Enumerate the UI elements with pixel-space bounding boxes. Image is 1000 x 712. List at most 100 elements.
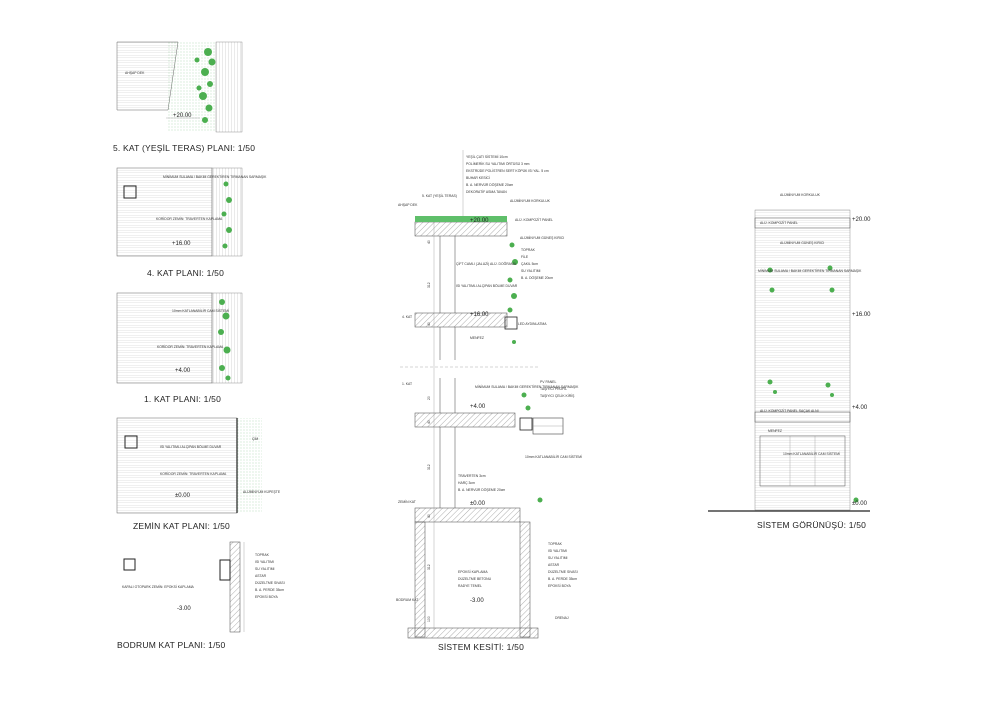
system-elevation: ALÜMİNYUM KORKULUK ALÜ. KOMPOZİT PANEL A… bbox=[708, 192, 871, 530]
svg-text:ALÜMİNYUM GÜNEŞ KIRICI: ALÜMİNYUM GÜNEŞ KIRICI bbox=[780, 240, 824, 245]
svg-text:DEKORATİF ASMA TAVAN: DEKORATİF ASMA TAVAN bbox=[466, 189, 507, 194]
plan-title: 4. KAT PLANI: 1/50 bbox=[147, 268, 224, 278]
svg-text:+16.00: +16.00 bbox=[852, 312, 871, 318]
level-mark: ±0.00 bbox=[175, 493, 191, 499]
plan-5-kat: AHŞAP DEK +20.00 5. KAT (YEŞİL TERAS) PL… bbox=[113, 41, 255, 153]
section-label: ALÜ. KOMPOZİT PANEL bbox=[515, 217, 553, 222]
section-label: 5. KAT (YEŞİL TERAS) bbox=[422, 193, 457, 198]
svg-text:20: 20 bbox=[427, 396, 431, 400]
svg-text:PV PANEL: PV PANEL bbox=[540, 380, 556, 384]
svg-text:EPOKSİ KAPLAMA: EPOKSİ KAPLAMA bbox=[458, 569, 488, 574]
svg-text:10mm KATLANABİLİR CAM SİSTEMİ: 10mm KATLANABİLİR CAM SİSTEMİ bbox=[783, 451, 840, 456]
section-wall-layer-list: TOPRAK ISI YALITIMI SU YALITIMI ASTAR DÜ… bbox=[548, 542, 578, 588]
svg-text:ALÜMİNYUM KORKULUK: ALÜMİNYUM KORKULUK bbox=[780, 192, 821, 197]
plan-label: AHŞAP DEK bbox=[125, 71, 145, 75]
svg-text:±0.00: ±0.00 bbox=[470, 501, 486, 507]
svg-text:POLİMERİK SU YALITIMI ÖRTÜSÜ 3: POLİMERİK SU YALITIMI ÖRTÜSÜ 3 mm bbox=[466, 161, 530, 166]
svg-text:ZEMİN KAT: ZEMİN KAT bbox=[398, 499, 416, 504]
svg-text:BODRUM KAT: BODRUM KAT bbox=[396, 598, 418, 602]
svg-text:SU YALITIMI: SU YALITIMI bbox=[548, 556, 568, 560]
svg-text:-3.00: -3.00 bbox=[470, 598, 484, 604]
system-section: YEŞİL ÇATI SİSTEMİ 10cm POLİMERİK SU YAL… bbox=[396, 150, 582, 652]
svg-text:10mm KATLANABİLİR CAM SİSTEMİ: 10mm KATLANABİLİR CAM SİSTEMİ bbox=[525, 454, 582, 459]
svg-text:DÜZELTME BETONU: DÜZELTME BETONU bbox=[458, 577, 492, 581]
svg-text:ÇİFT CAMLI (JALUZİ) ALÜ. DOĞRA: ÇİFT CAMLI (JALUZİ) ALÜ. DOĞRAMA bbox=[456, 261, 517, 266]
plan-label: KAPALI OTOPARK ZEMİN: EPOKSİ KAPLAMA bbox=[122, 584, 195, 589]
svg-text:HARÇ 3cm: HARÇ 3cm bbox=[458, 481, 475, 485]
svg-text:TOPRAK: TOPRAK bbox=[255, 553, 270, 557]
plan-title: 5. KAT (YEŞİL TERAS) PLANI: 1/50 bbox=[113, 143, 255, 153]
plan-title: ZEMİN KAT PLANI: 1/50 bbox=[133, 521, 230, 531]
svg-text:TOPRAK: TOPRAK bbox=[521, 248, 536, 252]
svg-text:ASTAR: ASTAR bbox=[255, 574, 267, 578]
svg-text:4. KAT: 4. KAT bbox=[402, 315, 412, 319]
svg-text:DÜZELTME SIVASI: DÜZELTME SIVASI bbox=[255, 581, 285, 585]
ivy-cluster bbox=[194, 48, 216, 123]
plan-title: BODRUM KAT PLANI: 1/50 bbox=[117, 640, 226, 650]
plan-label: MİNİMUM SULAMA / BAKIM GEREKTİREN TIRMAN… bbox=[163, 174, 267, 179]
plan-label: 10mm KATLANABİLİR CAM SİSTEMİ bbox=[172, 308, 229, 313]
svg-text:ISI YALITIMLI ALÇIPAN BÖLME DU: ISI YALITIMLI ALÇIPAN BÖLME DUVAR bbox=[456, 284, 518, 288]
svg-text:312: 312 bbox=[427, 282, 431, 288]
plan-label: KORİDOR ZEMİN: TRAVERTEN KAPLAMA bbox=[157, 344, 224, 349]
svg-text:312: 312 bbox=[427, 464, 431, 470]
level-mark: +16.00 bbox=[172, 241, 191, 247]
climbing-vine bbox=[507, 242, 543, 503]
floor-layer-list: TRAVERTEN 3cm HARÇ 3cm B. A. NERVÜR DÖŞE… bbox=[458, 474, 505, 492]
wall-layer-list: TOPRAK ISI YALITIMI SU YALITIMI ASTAR DÜ… bbox=[255, 553, 285, 599]
plan-label: ALÜMİNYUM KÜPEŞTE bbox=[243, 489, 281, 494]
svg-text:40: 40 bbox=[427, 240, 431, 244]
plan-1-kat: 10mm KATLANABİLİR CAM SİSTEMİ KORİDOR ZE… bbox=[116, 292, 243, 404]
svg-text:+4.00: +4.00 bbox=[852, 405, 868, 411]
svg-text:MENFEZ: MENFEZ bbox=[768, 429, 782, 433]
level-mark: -3.00 bbox=[177, 606, 191, 612]
section-label: AHŞAP DEK bbox=[398, 203, 418, 207]
svg-text:ÇAKIL 5cm: ÇAKIL 5cm bbox=[521, 262, 538, 266]
svg-text:TRAVERTEN 3cm: TRAVERTEN 3cm bbox=[458, 474, 486, 478]
svg-text:100: 100 bbox=[427, 616, 431, 622]
svg-text:40: 40 bbox=[427, 514, 431, 518]
level-mark: +20.00 bbox=[173, 113, 192, 119]
svg-text:RADYE TEMEL: RADYE TEMEL bbox=[458, 584, 482, 588]
roof-layer-list: YEŞİL ÇATI SİSTEMİ 10cm POLİMERİK SU YAL… bbox=[466, 154, 549, 194]
plan-zemin-kat: ISI YALITIMLI ALÇIPAN BÖLME DUVAR KORİDO… bbox=[116, 417, 281, 531]
svg-text:TAŞIYICI PROFİL: TAŞIYICI PROFİL bbox=[540, 386, 567, 391]
plan-title: 1. KAT PLANI: 1/50 bbox=[144, 394, 221, 404]
svg-text:ISI YALITIMI: ISI YALITIMI bbox=[255, 560, 274, 564]
svg-text:+20.00: +20.00 bbox=[470, 218, 489, 224]
svg-text:312: 312 bbox=[427, 564, 431, 570]
elevation-vines bbox=[767, 265, 859, 503]
svg-text:ALÜ. KOMPOZİT PANEL SAÇAK ALNI: ALÜ. KOMPOZİT PANEL SAÇAK ALNI bbox=[760, 408, 819, 413]
level-mark: +4.00 bbox=[175, 368, 191, 374]
plan-4-kat: MİNİMUM SULAMA / BAKIM GEREKTİREN TIRMAN… bbox=[116, 167, 267, 278]
svg-text:+20.00: +20.00 bbox=[852, 217, 871, 223]
svg-text:FİLE: FİLE bbox=[521, 254, 529, 259]
dimension-chain: 40 312 40 20 40 312 40 312 100 bbox=[427, 222, 435, 630]
svg-text:±0.00: ±0.00 bbox=[852, 501, 868, 507]
svg-text:MİNİMUM SULAMA / BAKIM GEREKTİ: MİNİMUM SULAMA / BAKIM GEREKTİREN TIRMAN… bbox=[758, 268, 862, 273]
svg-text:EKSTRÜDE POLİSTREN SERT KÖPÜK: EKSTRÜDE POLİSTREN SERT KÖPÜK ISI YAL. 5… bbox=[466, 168, 549, 173]
svg-text:ISI YALITIMI: ISI YALITIMI bbox=[548, 549, 567, 553]
svg-text:SU YALITIMI: SU YALITIMI bbox=[255, 567, 275, 571]
svg-text:BUHAR KESİCİ: BUHAR KESİCİ bbox=[466, 175, 490, 180]
svg-text:B. A. DÖŞEME 20cm: B. A. DÖŞEME 20cm bbox=[521, 276, 553, 280]
svg-text:DRENAJ: DRENAJ bbox=[555, 616, 569, 620]
base-layer-list: EPOKSİ KAPLAMA DÜZELTME BETONU RADYE TEM… bbox=[458, 569, 492, 588]
svg-text:YEŞİL ÇATI SİSTEMİ 10cm: YEŞİL ÇATI SİSTEMİ 10cm bbox=[466, 154, 508, 159]
svg-text:ASTAR: ASTAR bbox=[548, 563, 560, 567]
plan-label: ISI YALITIMLI ALÇIPAN BÖLME DUVAR bbox=[160, 445, 222, 449]
svg-text:40: 40 bbox=[427, 322, 431, 326]
svg-text:SU YALITIMI: SU YALITIMI bbox=[521, 269, 541, 273]
svg-text:MİNİMUM SULAMA / BAKIM GEREKTİ: MİNİMUM SULAMA / BAKIM GEREKTİREN TIRMAN… bbox=[475, 384, 579, 389]
svg-text:B. A. PERDE 35cm: B. A. PERDE 35cm bbox=[255, 588, 284, 592]
svg-text:EPOKSİ BOYA: EPOKSİ BOYA bbox=[255, 594, 278, 599]
svg-text:LED AYDINLATMA: LED AYDINLATMA bbox=[518, 322, 547, 326]
svg-text:B. A. NERVÜR DÖŞEME 20cm: B. A. NERVÜR DÖŞEME 20cm bbox=[458, 488, 505, 492]
svg-text:TOPRAK: TOPRAK bbox=[548, 542, 563, 546]
svg-text:EPOKSİ BOYA: EPOKSİ BOYA bbox=[548, 583, 571, 588]
svg-text:1. KAT: 1. KAT bbox=[402, 382, 412, 386]
svg-text:DÜZELTME SIVASI: DÜZELTME SIVASI bbox=[548, 570, 578, 574]
plan-label: ÇİM bbox=[252, 436, 258, 441]
svg-text:40: 40 bbox=[427, 420, 431, 424]
